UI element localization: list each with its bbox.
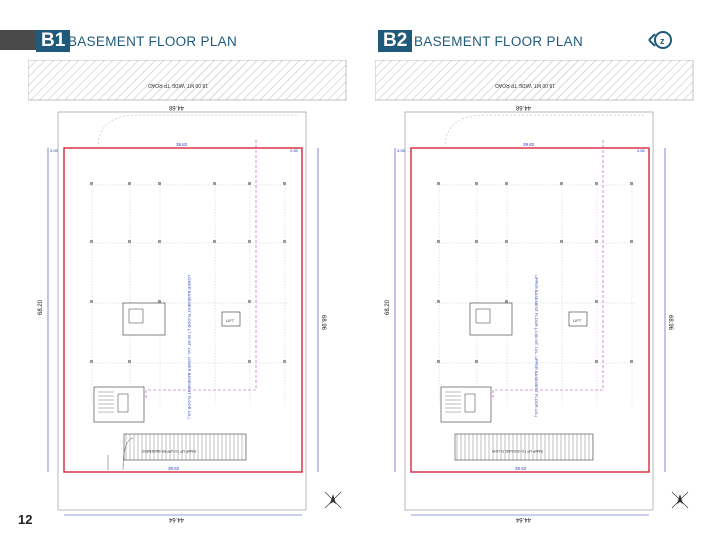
dim-right: 68.96 [320,315,326,331]
dim-bottom: 44.64 [168,516,184,522]
dim-left: 68.20 [385,299,391,315]
dim-top: 44.68 [515,104,531,110]
dim-inner-top: 39.82 [523,142,535,147]
north-arrow-icon [671,491,689,509]
plan-code-badge-b1: B1 [36,30,71,52]
dim-left-small: 3.05 [50,148,59,153]
brand-logo-icon: z [648,31,672,49]
dim-inner-top: 39.82 [176,142,188,147]
dim-bottom: 44.64 [515,516,531,522]
dim-right-small: 0.85 [637,148,646,153]
plan-title-b1: BASEMENT FLOOR PLAN [68,34,237,49]
page-number: 12 [18,512,33,527]
road-label: 18.00 MT. WIDE TP ROAD [495,82,555,88]
lift-label: LIFT [226,318,235,323]
plan-title-b2: BASEMENT FLOOR PLAN [414,34,583,49]
dim-right: 68.96 [667,315,673,331]
svg-text:z: z [660,36,665,46]
floor-plan-b2: 18.00 MT. WIDE TP ROAD 68.20 68.96 44.68… [375,60,694,522]
lift-label: LIFT [573,318,582,323]
header-band [0,30,36,50]
dim-left: 68.20 [38,299,44,315]
north-arrow-icon [324,491,342,509]
floor-plan-b1: 18.00 MT. WIDE TP ROAD 68.20 68.96 44.68… [28,60,347,522]
floor-label: UPPER BASEMENT FLOOR (-3.60 MT. LVL. UPP… [534,275,539,418]
dim-left-small: 3.05 [397,148,406,153]
ramp-label: RAMP UP TO UPPER BASEMENT [140,449,196,453]
dim-inner-bottom: 39.52 [168,466,180,471]
ramp-label: RAMP UP TO GROUND FLOOR [491,449,543,453]
dim-right-small: 0.85 [290,148,299,153]
plan-code-badge-b2: B2 [378,30,413,52]
dim-top: 44.68 [168,104,184,110]
floor-label: LOWER BASEMENT FLOOR (-7.50 MT. LVL. LOW… [187,275,192,419]
dim-inner-bottom: 39.52 [515,466,527,471]
road-label: 18.00 MT. WIDE TP ROAD [148,82,208,88]
